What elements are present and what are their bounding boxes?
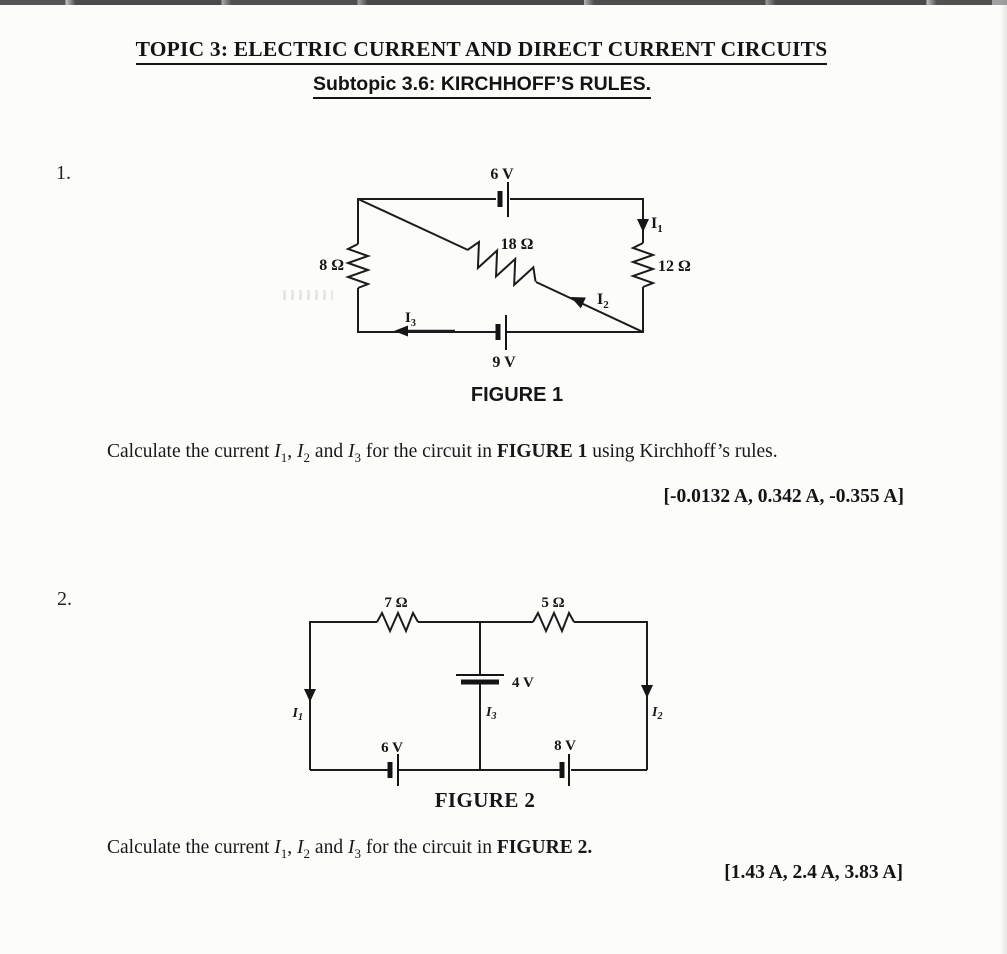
figure2-circuit-diagram: 7 Ω 5 Ω 4 V I3 I1 I2 6 V 8 V: [292, 595, 662, 786]
problem1-number: 1.: [56, 162, 71, 184]
current-subscript: 2: [303, 449, 311, 465]
resistor-left-label: 8 Ω: [319, 257, 344, 274]
figure1-batteries: [495, 182, 509, 350]
figure1-wires: [344, 198, 657, 333]
resistor-zigzag-12ohm: [629, 242, 657, 288]
current-symbol: I: [347, 837, 355, 858]
figure1-caption: FIGURE 1: [470, 384, 564, 406]
figure1-current-arrows: [394, 219, 649, 337]
battery-middle-label: 4 V: [512, 675, 534, 691]
figure2-batteries: [387, 674, 570, 786]
battery-top-label: 6 V: [490, 166, 514, 183]
resistor-right-label: 12 Ω: [658, 258, 691, 275]
resistor-right-label: 5 Ω: [541, 595, 564, 611]
page-subheader: Subtopic 3.6: KIRCHHOFF’S RULES.: [0, 73, 964, 99]
current-symbol: I: [274, 441, 281, 462]
resistor-zigzag-18ohm: [466, 240, 537, 288]
figure2-caption: FIGURE 2: [434, 788, 536, 812]
resistor-middle-label: 18 Ω: [501, 236, 534, 253]
current1-label: I1: [651, 215, 663, 235]
problem2-answer: [1.43 A, 2.4 A, 3.83 A]: [724, 862, 903, 883]
question-text: and: [310, 837, 348, 858]
figure-reference: FIGURE 1: [496, 441, 588, 462]
current-symbol: I: [297, 837, 304, 858]
figure2-current-arrows: [304, 685, 653, 702]
battery-left-label: 6 V: [381, 740, 403, 756]
current2-label: I2: [651, 705, 662, 722]
current2-label: I2: [597, 291, 609, 311]
question-text: and: [310, 441, 348, 462]
figure-reference: FIGURE 2.: [496, 837, 593, 858]
question-text: ,: [287, 441, 298, 462]
wire: [357, 288, 497, 333]
current-subscript: 2: [303, 845, 311, 861]
current1-arrowhead: [304, 689, 316, 702]
current-symbol: I: [274, 837, 281, 858]
scan-smudge: [283, 290, 333, 300]
question-text: ,: [287, 837, 298, 858]
resistor-zigzag-8ohm: [344, 243, 372, 289]
wire: [309, 621, 377, 770]
current-subscript: 1: [280, 845, 288, 861]
current3-label: I3: [405, 310, 416, 329]
question-text: for the circuit in: [360, 837, 497, 858]
problem2-number: 2.: [57, 588, 72, 610]
problem1-answer: [-0.0132 A, 0.342 A, -0.355 A]: [663, 486, 905, 507]
current-symbol: I: [347, 441, 355, 462]
wire: [574, 621, 648, 770]
resistor-left-label: 7 Ω: [384, 595, 407, 611]
page-title: TOPIC 3: ELECTRIC CURRENT AND DIRECT CUR…: [135, 37, 828, 65]
diagonal-wire: [357, 198, 469, 251]
resistor-zigzag-7ohm: [376, 610, 419, 634]
current-symbol: I: [297, 441, 304, 462]
current1-arrowhead: [637, 219, 649, 232]
question-text: Calculate the current: [107, 837, 275, 858]
current1-label: I1: [292, 706, 303, 723]
current3-label: I3: [485, 705, 496, 722]
battery-bottom-label: 9 V: [492, 354, 516, 371]
figure1-circuit-diagram: 6 V I1 12 Ω 8 Ω 18 Ω I2 I3 9 V: [319, 166, 691, 371]
battery-right-label: 8 V: [554, 738, 576, 754]
page-header: TOPIC 3: ELECTRIC CURRENT AND DIRECT CUR…: [0, 37, 963, 65]
question-text: for the circuit in: [360, 441, 497, 462]
problem1-question: Calculate the current I1, I2 and I3 for …: [107, 441, 778, 465]
current2-arrowhead: [641, 685, 653, 698]
page-subtitle: Subtopic 3.6: KIRCHHOFF’S RULES.: [312, 73, 651, 99]
diagonal-wire: [535, 281, 644, 333]
wire: [357, 198, 496, 244]
scan-edge-artifact: [0, 0, 1007, 5]
wire: [507, 287, 644, 333]
current2-arrowhead: [570, 297, 586, 309]
scan-right-shading: [1000, 0, 1007, 954]
current-subscript: 3: [354, 845, 361, 861]
question-text: using Kirchhoff’s rules.: [587, 441, 778, 462]
question-text: Calculate the current: [107, 441, 275, 462]
current-subscript: 1: [280, 449, 288, 465]
problem2-question: Calculate the current I1, I2 and I3 for …: [107, 837, 593, 861]
current-subscript: 3: [354, 449, 361, 465]
resistor-zigzag-5ohm: [532, 610, 575, 634]
figure2-wires: [309, 610, 648, 771]
current3-arrowhead: [394, 325, 408, 337]
